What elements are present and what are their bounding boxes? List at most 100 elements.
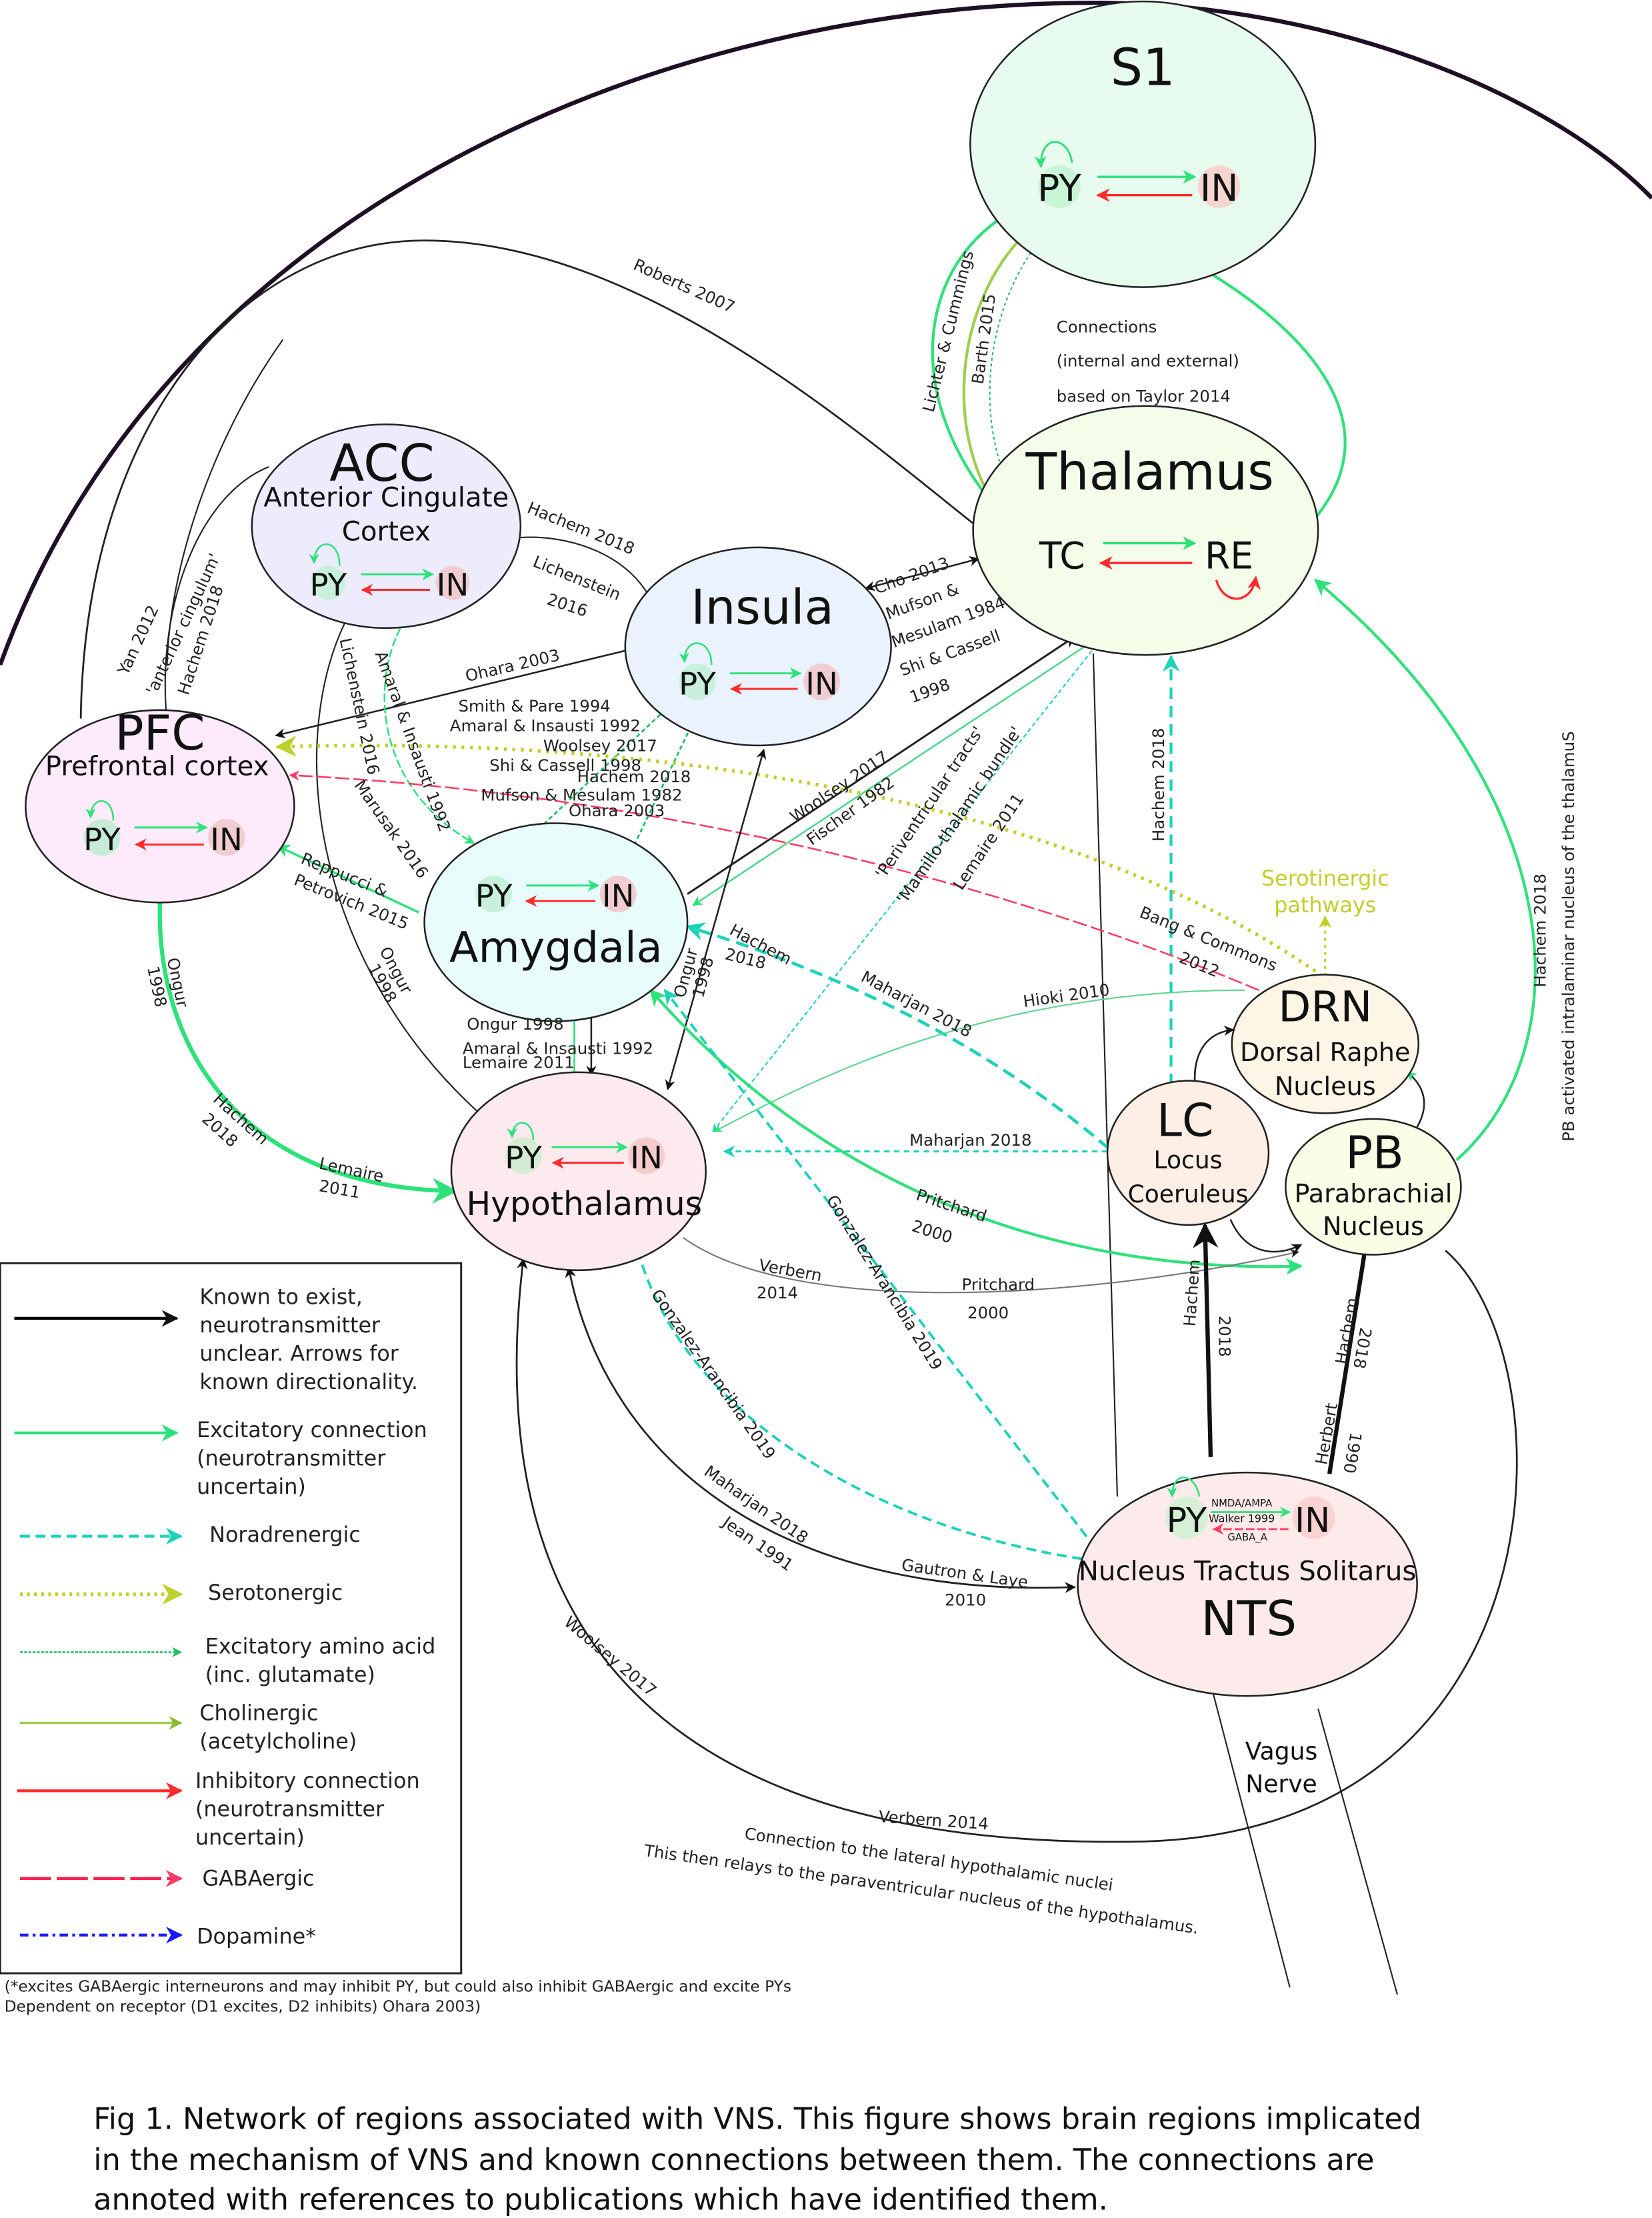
edge-pb-thal — [1313, 579, 1537, 1161]
legend-label: Noradrenergic — [209, 1522, 361, 1547]
ref-label: Maharjan 2018 — [909, 1130, 1031, 1150]
vagus-nerve-line-left — [1213, 1694, 1291, 1988]
in-node-bg — [628, 1137, 665, 1174]
ref-label: Mufson & Mesulam 1982 — [481, 786, 682, 805]
region-lc-subtitle-2: Coeruleus — [1128, 1180, 1249, 1208]
ref-label: Hachem — [1180, 1258, 1204, 1327]
region-thalamus[interactable]: Thalamus TC RE — [972, 405, 1319, 656]
pfc-py-self — [85, 800, 115, 821]
ref-label: Maharjan 2018 — [858, 967, 975, 1042]
region-drn-title: DRN — [1278, 982, 1372, 1032]
ref-label: 2018 — [1215, 1316, 1235, 1357]
ref-label: Lemaire 2011 — [463, 1052, 575, 1072]
ref-label: Hachem 2018 — [577, 767, 691, 786]
region-lc-subtitle-1: Locus — [1154, 1146, 1223, 1174]
region-nts[interactable]: PY IN NMDA/AMPA Walker 1999 GABA_A Nucle… — [1077, 1471, 1418, 1697]
region-insula-title: Insula — [691, 580, 833, 636]
region-hypothalamus[interactable]: PY IN Hypothalamus — [450, 1071, 707, 1272]
ref-label: Barth 2015 — [968, 293, 1000, 385]
edge-acc-hyp — [316, 610, 482, 1116]
edge-nts-hyp-loop — [515, 1250, 1518, 1843]
ref-label: Roberts 2007 — [631, 255, 738, 317]
insula-in-label: IN — [805, 666, 838, 702]
legend-label: (neurotransmitter — [195, 1797, 385, 1822]
ref-label: 2016 — [545, 590, 590, 621]
ref-label: 2000 — [909, 1216, 955, 1248]
nts-py-self — [1167, 1476, 1201, 1498]
region-pfc-title: PFC — [115, 706, 205, 762]
pfc-in-label: IN — [210, 822, 243, 858]
region-pfc[interactable]: PFC Prefrontal cortex PY IN — [25, 706, 295, 904]
vagus-nerve-line-right — [1317, 1709, 1398, 1995]
ref-label: Woolsey 2017 — [561, 1612, 661, 1700]
in-node-bg — [435, 566, 470, 600]
region-pb-title: PB — [1345, 1127, 1403, 1180]
ref-label: Gautron & Laye — [901, 1555, 1029, 1592]
in-node-bg — [599, 876, 637, 913]
region-amygdala[interactable]: PY IN Amygdala — [423, 822, 689, 1022]
legend-label: uncertain) — [195, 1825, 305, 1850]
py-node-bg — [83, 819, 121, 856]
nts-in-label: IN — [1295, 1501, 1330, 1540]
legend-item-inhibitory: Inhibitory connection (neurotransmitter … — [17, 1768, 420, 1850]
ref-label: 2000 — [967, 1303, 1009, 1322]
ref-label: Ohara 2003 — [463, 646, 561, 686]
edge-acc-amy — [383, 628, 475, 844]
region-acc-title: ACC — [329, 434, 435, 493]
region-acc[interactable]: ACC Anterior Cingulate Cortex PY IN — [251, 423, 522, 630]
vagus-nerve-label-1: Vagus — [1245, 1738, 1317, 1766]
in-node-bg — [208, 819, 245, 856]
in-node-bg — [1292, 1496, 1335, 1539]
region-amygdala-title: Amygdala — [449, 923, 663, 972]
legend-label: Serotonergic — [208, 1580, 343, 1605]
legend-label: unclear. Arrows for — [199, 1341, 399, 1366]
nts-ref-label: Walker 1999 — [1209, 1512, 1275, 1524]
region-drn-subtitle-1: Dorsal Raphe — [1240, 1038, 1410, 1068]
ref-label: Lichenstein — [531, 551, 624, 604]
ref-label: Amaral & Insausti 1992 — [450, 716, 641, 736]
region-drn[interactable]: DRN Dorsal Raphe Nucleus — [1231, 974, 1420, 1114]
acc-py-label: PY — [310, 568, 347, 604]
thalamus-re-label: RE — [1205, 535, 1253, 578]
connections-note-line-1: Connections — [1057, 317, 1157, 336]
legend-label: Known to exist, — [199, 1284, 363, 1310]
edge-amy-pfc — [276, 844, 419, 914]
re-self-inhib — [1215, 576, 1261, 600]
connections-note-line-3: based on Taylor 2014 — [1057, 386, 1231, 405]
nts-inhib-label: GABA_A — [1227, 1532, 1267, 1543]
region-pfc-subtitle: Prefrontal cortex — [45, 750, 269, 782]
edge-pb-amy — [649, 988, 1303, 1275]
ref-label: Ongur 1998 — [467, 1014, 563, 1034]
ref-label: Gonzalez-Arancibia 2019 — [647, 1286, 779, 1463]
region-nts-title: NTS — [1201, 1591, 1297, 1647]
amygdala-py-label: PY — [475, 879, 513, 915]
ref-label: Smith & Pare 1994 — [458, 696, 610, 716]
region-pb[interactable]: PB Parabrachial Nucleus — [1285, 1118, 1462, 1256]
region-pb-subtitle-2: Nucleus — [1323, 1212, 1424, 1242]
pfc-py-label: PY — [83, 822, 121, 858]
insula-py-label: PY — [679, 666, 716, 702]
py-node-bg — [1165, 1496, 1208, 1539]
region-insula[interactable]: Insula PY IN — [624, 546, 892, 747]
ref-label: Verbern 2014 — [878, 1807, 989, 1833]
region-s1[interactable]: S1 PY IN — [969, 0, 1317, 288]
edge-nts-lc — [1193, 1222, 1219, 1457]
region-thalamus-title: Thalamus — [1025, 443, 1274, 502]
edge-roberts — [79, 239, 974, 719]
hypothalamus-in-label: IN — [630, 1140, 663, 1176]
caption-line-3: annoted with references to publications … — [93, 2182, 1108, 2217]
region-drn-subtitle-2: Nucleus — [1275, 1072, 1376, 1102]
edge-s1-tc-eaa — [989, 225, 1055, 549]
ref-label: 1998 — [907, 674, 953, 706]
edge-pfc-hyp — [157, 902, 459, 1204]
legend-item-serotonergic: Serotonergic — [19, 1580, 343, 1605]
legend-label: known directionality. — [199, 1369, 418, 1394]
region-lc[interactable]: LC Locus Coeruleus — [1106, 1080, 1270, 1226]
legend-item-dopamine: Dopamine* — [19, 1923, 316, 1949]
legend-label: (inc. glutamate) — [205, 1662, 375, 1687]
in-node-bg — [803, 663, 841, 700]
legend-label: uncertain) — [197, 1474, 306, 1499]
ref-label: Woolsey 2017 — [543, 736, 657, 755]
edge-insula-thalamus — [864, 556, 980, 592]
legend-item-excitatory-amino-acid: Excitatory amino acid (inc. glutamate) — [19, 1634, 435, 1687]
